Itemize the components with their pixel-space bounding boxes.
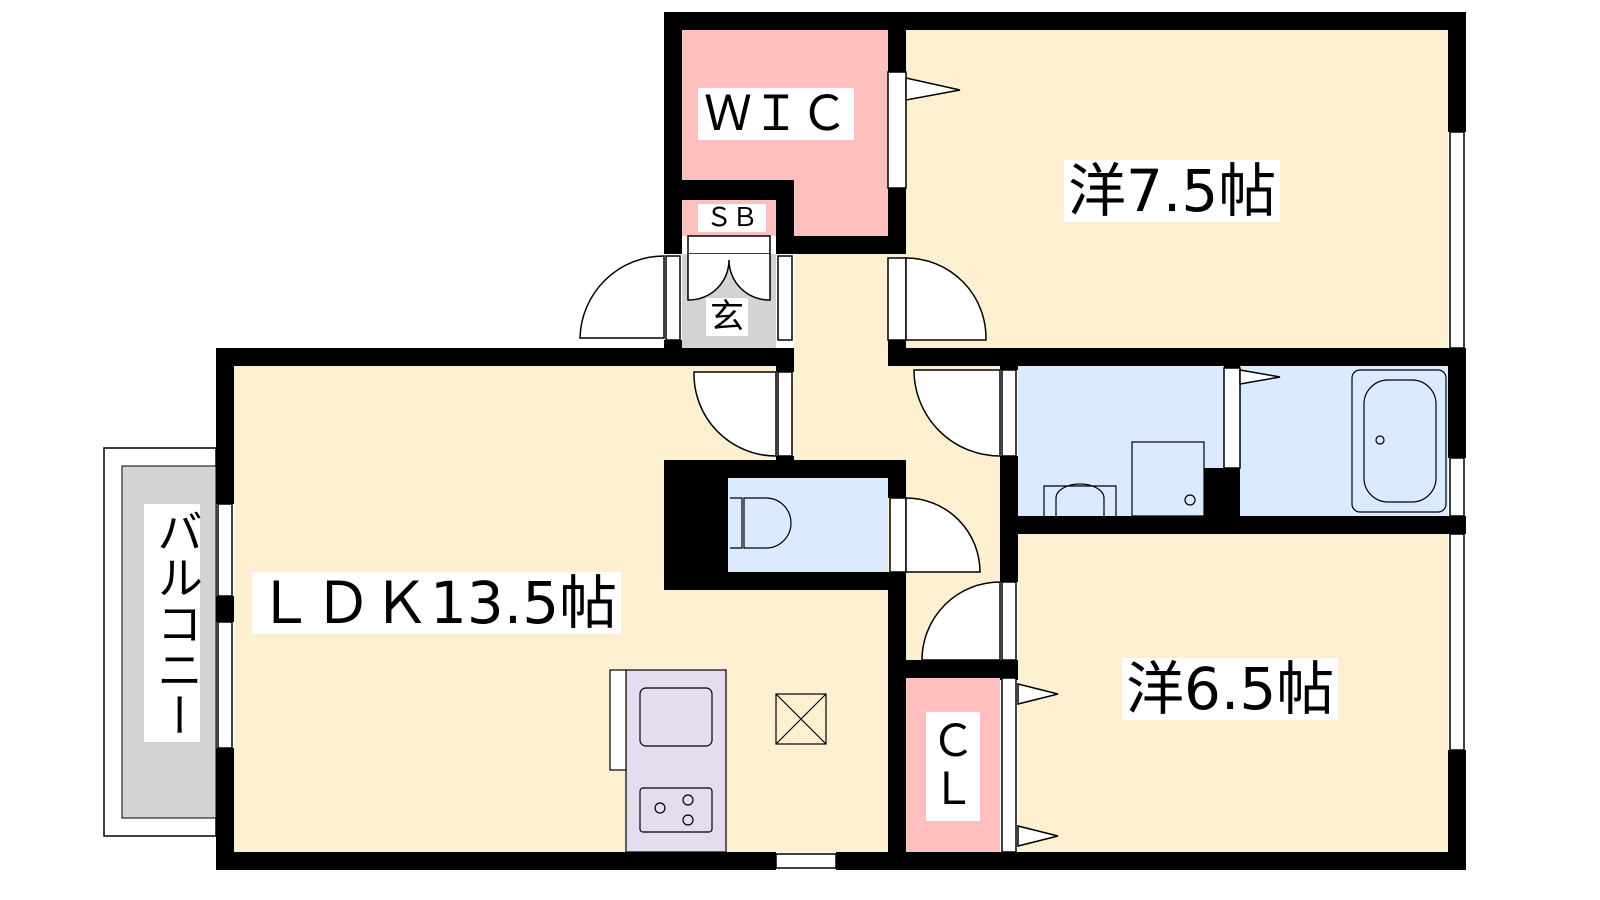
stove-icon bbox=[639, 787, 713, 833]
washroom bbox=[1018, 366, 1224, 516]
bathroom bbox=[1240, 366, 1448, 516]
refrigerator-space-icon bbox=[775, 693, 827, 745]
walls bbox=[216, 12, 1466, 870]
bedroom-7-5-label: 洋7.5帖 bbox=[1064, 160, 1281, 222]
toilet-icon bbox=[730, 497, 792, 549]
ldk-label: ＬＤＫ13.5帖 bbox=[252, 572, 622, 634]
sb-label: ＳＢ bbox=[698, 204, 767, 232]
washbasin-icon bbox=[1043, 483, 1117, 516]
sink-icon bbox=[639, 687, 713, 747]
washing-machine-icon bbox=[1131, 441, 1205, 517]
balcony-label: バルコニー bbox=[144, 504, 204, 742]
bathtub-icon bbox=[1351, 369, 1447, 513]
doors bbox=[217, 71, 1465, 869]
toilet-room bbox=[728, 478, 888, 572]
wic-label: ＷＩＣ bbox=[698, 88, 855, 140]
entrance-label: 玄 bbox=[706, 298, 748, 336]
bedroom-6-5-label: 洋6.5帖 bbox=[1122, 658, 1339, 720]
fixtures bbox=[609, 369, 1447, 853]
kitchen-counter bbox=[625, 669, 727, 853]
closet-label: Ｃ Ｌ bbox=[926, 712, 980, 821]
